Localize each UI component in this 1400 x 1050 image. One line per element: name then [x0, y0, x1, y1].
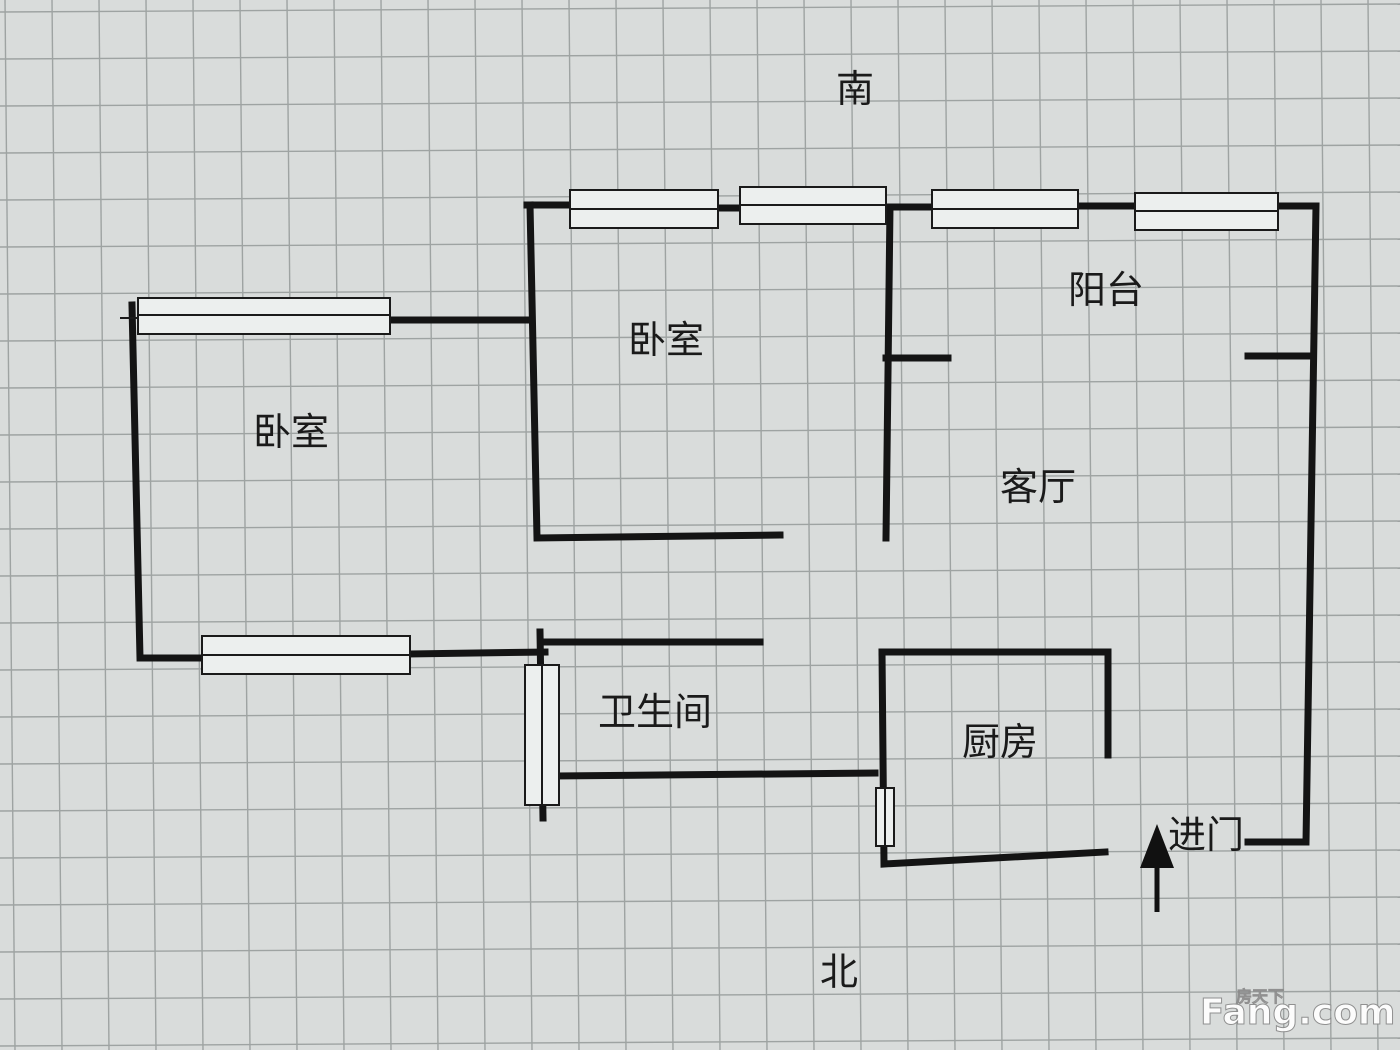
grid-line-vertical	[991, 0, 1003, 1050]
grid-line-vertical	[1179, 0, 1191, 1050]
arrow-up-icon	[1140, 824, 1174, 912]
grid-line-horizontal	[0, 708, 1400, 718]
fang-watermark-logo: 房天下 Fang.com	[1200, 987, 1396, 1034]
watermark-top-text: 房天下	[1236, 987, 1284, 1006]
grid-line-horizontal	[0, 97, 1400, 107]
grid-line-horizontal	[0, 567, 1400, 577]
wall-kitchen	[878, 648, 1112, 868]
grid-line-horizontal	[0, 520, 1400, 530]
grid-line-vertical	[380, 0, 392, 1050]
grid-line-horizontal	[0, 50, 1400, 60]
windows	[120, 186, 1279, 847]
grid-line-vertical	[286, 0, 298, 1050]
window-left-bedroom-top	[120, 297, 391, 335]
grid-line-horizontal	[0, 332, 1400, 342]
grid-line-horizontal	[0, 614, 1400, 624]
grid-line-vertical	[51, 0, 63, 1050]
room-label-kitchen: 厨房	[962, 720, 1038, 764]
grid-line-vertical	[4, 0, 16, 1050]
grid-line-vertical	[1132, 0, 1144, 1050]
room-label-bathroom: 卫生间	[598, 690, 712, 734]
grid-line-horizontal	[0, 755, 1400, 765]
grid-line-horizontal	[0, 473, 1400, 483]
wall-left-bedroom-outer	[128, 301, 549, 662]
window-middle-bedroom-2	[739, 186, 887, 225]
grid-line-horizontal	[0, 3, 1400, 13]
grid-line-horizontal	[0, 802, 1400, 812]
grid-line-vertical	[333, 0, 345, 1050]
grid-line-horizontal	[0, 285, 1400, 295]
walls	[128, 201, 1320, 868]
room-label-balcony: 阳台	[1068, 268, 1144, 312]
grid-line-vertical	[192, 0, 204, 1050]
window-balcony-1	[931, 189, 1079, 229]
grid-line-horizontal	[0, 943, 1400, 953]
window-left-bedroom-bottom	[201, 635, 411, 675]
room-label-bedroom-middle: 卧室	[628, 318, 704, 362]
compass-south-label: 南	[836, 67, 874, 111]
grid-line-vertical	[850, 0, 862, 1050]
window-middle-bedroom-1	[569, 189, 719, 229]
window-bathroom	[524, 664, 560, 806]
grid-line-horizontal	[0, 1037, 1400, 1047]
grid-line-horizontal	[0, 990, 1400, 1000]
wall-middle-bedroom	[523, 201, 784, 542]
grid-line-vertical	[427, 0, 439, 1050]
grid-line-horizontal	[0, 238, 1400, 248]
grid-line-vertical	[145, 0, 157, 1050]
grid-line-vertical	[1273, 0, 1285, 1050]
grid-line-vertical	[1367, 0, 1379, 1050]
wall-living-room	[882, 202, 1320, 846]
grid-line-horizontal	[0, 144, 1400, 154]
grid-line-horizontal	[0, 896, 1400, 906]
grid-line-horizontal	[0, 379, 1400, 389]
entrance-label: 进门	[1168, 813, 1244, 857]
grid-line-vertical	[98, 0, 110, 1050]
grid-line-vertical	[1320, 0, 1332, 1050]
grid-line-vertical	[521, 0, 533, 1050]
grid-line-vertical	[474, 0, 486, 1050]
room-label-living-room: 客厅	[1000, 465, 1076, 509]
compass-north-label: 北	[820, 950, 858, 994]
grid-line-vertical	[568, 0, 580, 1050]
watermark-brand-text: Fang.com	[1200, 992, 1395, 1033]
grid-line-vertical	[1085, 0, 1097, 1050]
grid-line-vertical	[239, 0, 251, 1050]
grid-line-horizontal	[0, 426, 1400, 436]
grid-line-vertical	[1038, 0, 1050, 1050]
window-balcony-2	[1134, 192, 1279, 231]
window-kitchen	[875, 787, 895, 847]
grid-line-vertical	[1226, 0, 1238, 1050]
room-label-bedroom-left: 卧室	[253, 410, 329, 454]
grid-line-vertical	[944, 0, 956, 1050]
grid-line-vertical	[897, 0, 909, 1050]
